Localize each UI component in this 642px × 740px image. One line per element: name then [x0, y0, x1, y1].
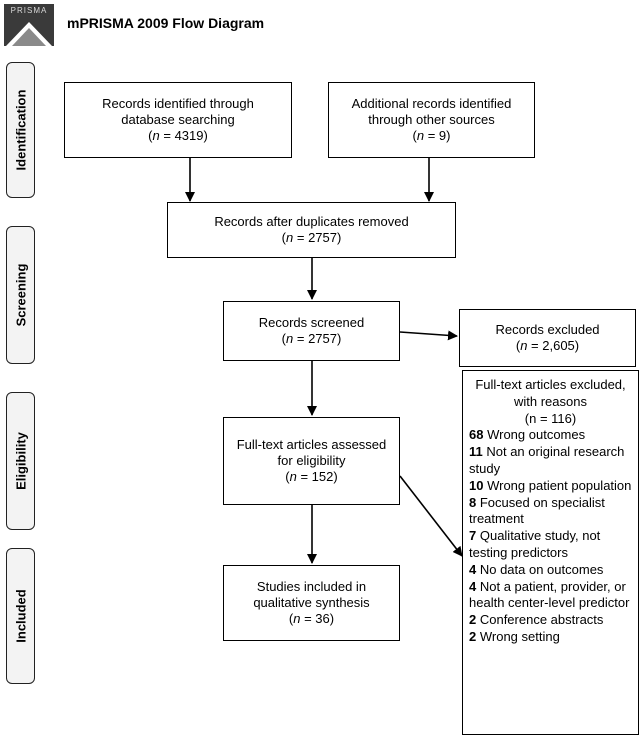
- exclusion-reason: 8 Focused on specialist treatment: [469, 495, 632, 529]
- exclusion-reason-count: 4: [469, 561, 477, 577]
- exclusion-reason: 68 Wrong outcomes: [469, 427, 632, 444]
- exclusion-reason-count: 4: [469, 578, 477, 594]
- box-count: (n = 36): [288, 611, 335, 626]
- arrow-fulltext-to-excluded: [399, 475, 463, 557]
- box-other-sources: Additional records identified through ot…: [328, 82, 535, 158]
- box-count: (n = 152): [285, 469, 338, 484]
- box-fulltext-excluded: Full-text articles excluded, with reason…: [462, 370, 639, 735]
- exclusion-reason: 10 Wrong patient population: [469, 478, 632, 495]
- exclusion-reason: 2 Wrong setting: [469, 629, 632, 646]
- box-line: Studies included in: [256, 579, 367, 594]
- exclusion-reason-count: 68: [469, 427, 484, 443]
- exclusion-reason: 4 No data on outcomes: [469, 562, 632, 579]
- box-line: database searching: [121, 112, 235, 127]
- exclusion-reason-count: 11: [469, 444, 483, 460]
- excluded-heading-line: Full-text articles excluded,: [475, 377, 626, 392]
- exclusion-reason: 11 Not an original research study: [469, 444, 632, 478]
- box-count: (n = 2,605): [515, 338, 580, 353]
- prisma-logo-text: PRISMA: [10, 6, 48, 15]
- box-count: (n = 4319): [148, 128, 208, 143]
- exclusion-reason-text: Focused on specialist treatment: [469, 494, 605, 527]
- box-records-screened: Records screened (n = 2757): [223, 301, 400, 361]
- exclusion-reason-count: 2: [469, 612, 477, 628]
- box-count: (n = 2757): [281, 331, 342, 346]
- exclusion-reason-count: 2: [469, 628, 477, 644]
- box-count: (n = 9): [412, 128, 451, 143]
- box-line: Records after duplicates removed: [214, 214, 409, 229]
- box-studies-included: Studies included in qualitative synthesi…: [223, 565, 400, 641]
- exclusion-reason-text: No data on outcomes: [476, 561, 604, 577]
- box-line: qualitative synthesis: [253, 595, 370, 610]
- box-line: through other sources: [368, 112, 495, 127]
- excluded-count: (n = 116): [524, 410, 577, 426]
- box-fulltext-assessed: Full-text articles assessed for eligibil…: [223, 417, 400, 505]
- box-line: Records screened: [258, 315, 365, 330]
- exclusion-reason-text: Qualitative study, not testing predictor…: [469, 528, 601, 560]
- exclusion-reason-text: Wrong outcomes: [483, 427, 586, 443]
- stage-identification: Identification: [6, 62, 35, 198]
- exclusion-reason: 7 Qualitative study, not testing predict…: [469, 528, 632, 562]
- page-title: mPRISMA 2009 Flow Diagram: [67, 15, 265, 31]
- arrow-screened-to-excluded: [399, 330, 458, 341]
- exclusion-reason-text: Wrong patient population: [483, 477, 632, 493]
- stage-included: Included: [6, 548, 35, 684]
- box-database-searching: Records identified through database sear…: [64, 82, 292, 158]
- exclusion-reason-count: 10: [469, 477, 484, 493]
- box-line: Records identified through: [102, 96, 254, 111]
- exclusion-reason-text: Wrong setting: [476, 628, 560, 644]
- box-line: Full-text articles assessed: [236, 437, 387, 452]
- box-count: (n = 2757): [281, 230, 342, 245]
- exclusion-reason-text: Not an original research study: [469, 444, 625, 476]
- exclusion-reason: 2 Conference abstracts: [469, 612, 632, 629]
- box-records-excluded: Records excluded (n = 2,605): [459, 309, 636, 367]
- excluded-heading-line: with reasons: [514, 393, 587, 409]
- exclusion-reason-count: 8: [469, 494, 477, 510]
- box-line: for eligibility: [277, 453, 346, 468]
- exclusion-reason-text: Not a patient, provider, or health cente…: [469, 578, 630, 611]
- stage-screening: Screening: [6, 226, 35, 364]
- prisma-logo-graphic: [6, 22, 52, 46]
- prisma-logo: PRISMA: [4, 4, 54, 46]
- box-line: Additional records identified: [351, 96, 512, 111]
- box-line: Records excluded: [495, 322, 600, 337]
- exclusion-reason-text: Conference abstracts: [476, 612, 604, 628]
- stage-eligibility: Eligibility: [6, 392, 35, 530]
- exclusion-reason-count: 7: [469, 528, 477, 544]
- box-after-duplicates: Records after duplicates removed (n = 27…: [167, 202, 456, 258]
- exclusion-reason: 4 Not a patient, provider, or health cen…: [469, 579, 632, 613]
